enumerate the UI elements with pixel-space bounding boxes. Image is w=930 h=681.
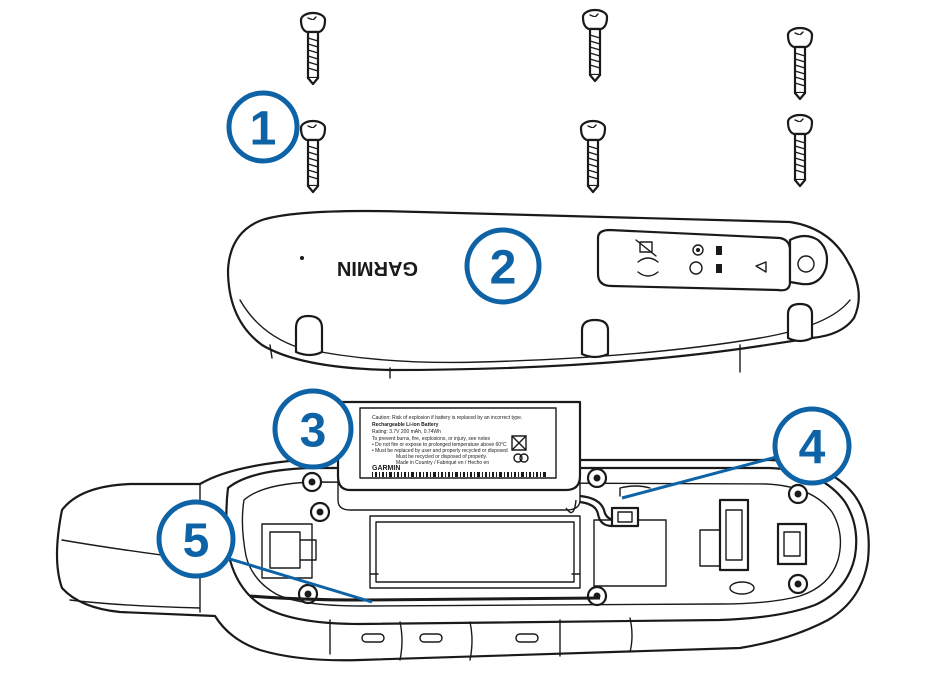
screw-top-middle (581, 8, 609, 83)
battery-label-line4: Must be recycled or disposed of properly… (396, 454, 487, 460)
battery-connector (565, 485, 651, 528)
screw-top-left (299, 11, 327, 86)
screws-group (299, 8, 814, 194)
callout-4-number: 4 (799, 422, 826, 475)
battery-label (359, 407, 557, 479)
callout-2: 2 (464, 227, 542, 305)
battery-barcode (372, 472, 546, 477)
battery-cover: GARMIN (226, 209, 860, 379)
battery-label-title: Rechargeable Li-ion Battery (372, 422, 439, 428)
callout-5: 5 (156, 499, 236, 579)
leader-5 (219, 554, 373, 604)
callout-1-number: 1 (250, 103, 277, 156)
battery-label-line3: • Must be replaced by user and properly … (372, 448, 508, 454)
screw-top-right (786, 26, 814, 101)
battery-label-origin: Made in Country / Fabriqué en / Hecho en (396, 460, 489, 466)
screw-bottom-left (299, 119, 327, 194)
recycle-bin-mark (511, 435, 527, 451)
latch-icons (635, 239, 767, 277)
callout-1: 1 (226, 90, 300, 164)
vent-slot-2 (419, 633, 443, 643)
battery-pack: Caution: Risk of explosion if battery is… (336, 400, 582, 511)
device-housing (55, 458, 870, 662)
screw-bottom-middle (579, 119, 607, 194)
battery-label-warning: Caution: Risk of explosion if battery is… (372, 415, 522, 421)
cover-pinhole (300, 256, 304, 260)
vent-slot-1 (361, 633, 385, 643)
battery-label-rating: Rating: 3.7V 200 mAh, 0.74Wh (372, 429, 441, 435)
callout-4: 4 (772, 406, 852, 486)
vent-slot-3 (515, 633, 539, 643)
callout-3-number: 3 (300, 405, 327, 458)
battery-label-line2: • Do not fire or expose to prolonged tem… (372, 442, 507, 448)
battery-label-logo: GARMIN (372, 465, 400, 472)
cover-brand-mark: GARMIN (337, 257, 418, 279)
housing-seal (249, 594, 601, 602)
callout-3: 3 (272, 388, 354, 470)
screw-bottom-right (786, 113, 814, 188)
callout-2-number: 2 (490, 242, 517, 295)
battery-label-line1: To prevent burns, fire, explosions, or i… (372, 436, 491, 442)
callout-5-number: 5 (183, 515, 210, 568)
